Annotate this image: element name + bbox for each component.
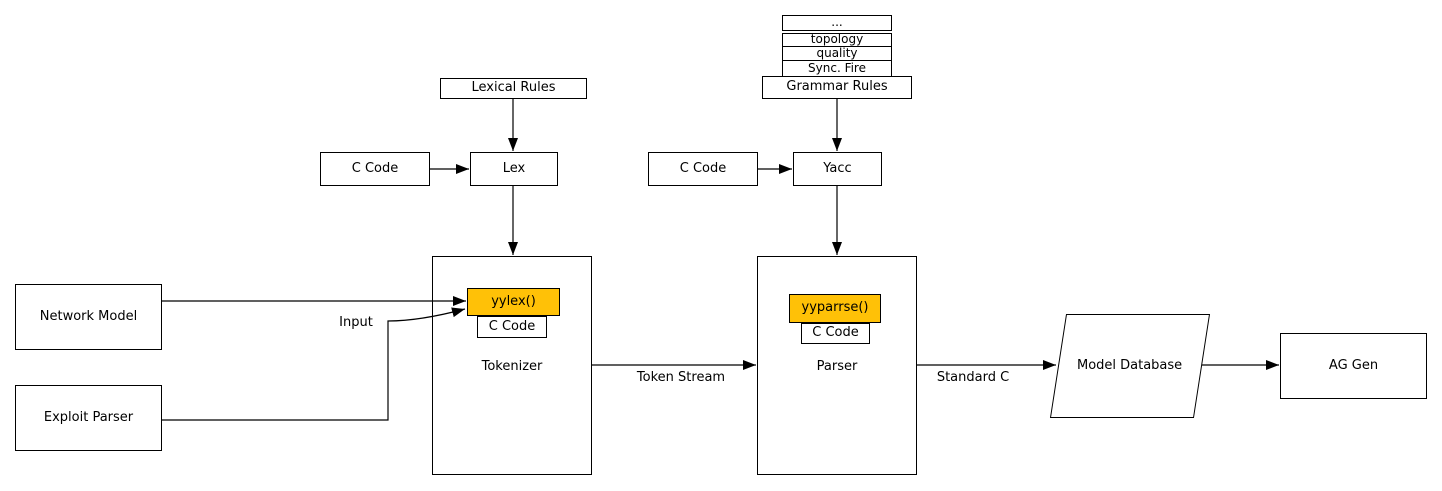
edge-exploit-parser-to-yylex [162,307,466,421]
input-edge-label: Input [339,315,373,330]
tokenizer-container [432,256,592,475]
lex-box: Lex [470,152,558,186]
stack-row-topology: topology [782,33,892,47]
ag-gen-box: AG Gen [1280,333,1427,399]
c-code-lex-box: C Code [320,152,430,186]
standard-c-edge-label: Standard C [936,370,1010,385]
stack-row-dots: ... [782,15,892,31]
exploit-parser-box: Exploit Parser [15,385,162,451]
c-code-parser-box: C Code [801,323,870,344]
grammar-rules-box: Grammar Rules [762,76,912,99]
c-code-yacc-box: C Code [648,152,758,186]
lexical-rules-box: Lexical Rules [440,78,587,99]
parser-container [757,256,917,475]
stack-row-quality: quality [782,46,892,61]
network-model-box: Network Model [15,284,162,350]
yylex-box: yylex() [467,288,560,316]
model-database-parallelogram: Model Database [1049,314,1211,418]
yacc-box: Yacc [793,152,882,186]
yyparrse-box: yyparrse() [789,294,881,323]
model-database-label: Model Database [1077,357,1183,373]
tokenizer-label: Tokenizer [481,359,543,374]
token-stream-edge-label: Token Stream [636,370,726,385]
stack-row-sync-fire: Sync. Fire [782,60,892,77]
c-code-tokenizer-box: C Code [477,316,547,338]
parser-label: Parser [816,359,858,374]
